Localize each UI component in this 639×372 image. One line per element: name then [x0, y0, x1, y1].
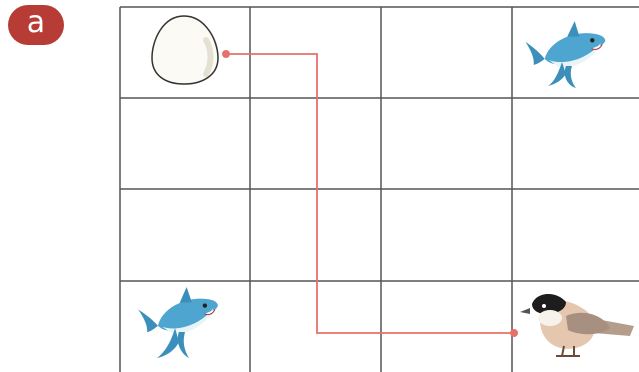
bird-icon	[520, 294, 634, 356]
path-end-dot	[510, 329, 518, 337]
egg-icon	[152, 16, 218, 85]
shark-icon	[523, 16, 608, 88]
shark-icon	[136, 281, 222, 358]
path-line	[226, 54, 514, 333]
path-start-dot	[222, 50, 230, 58]
